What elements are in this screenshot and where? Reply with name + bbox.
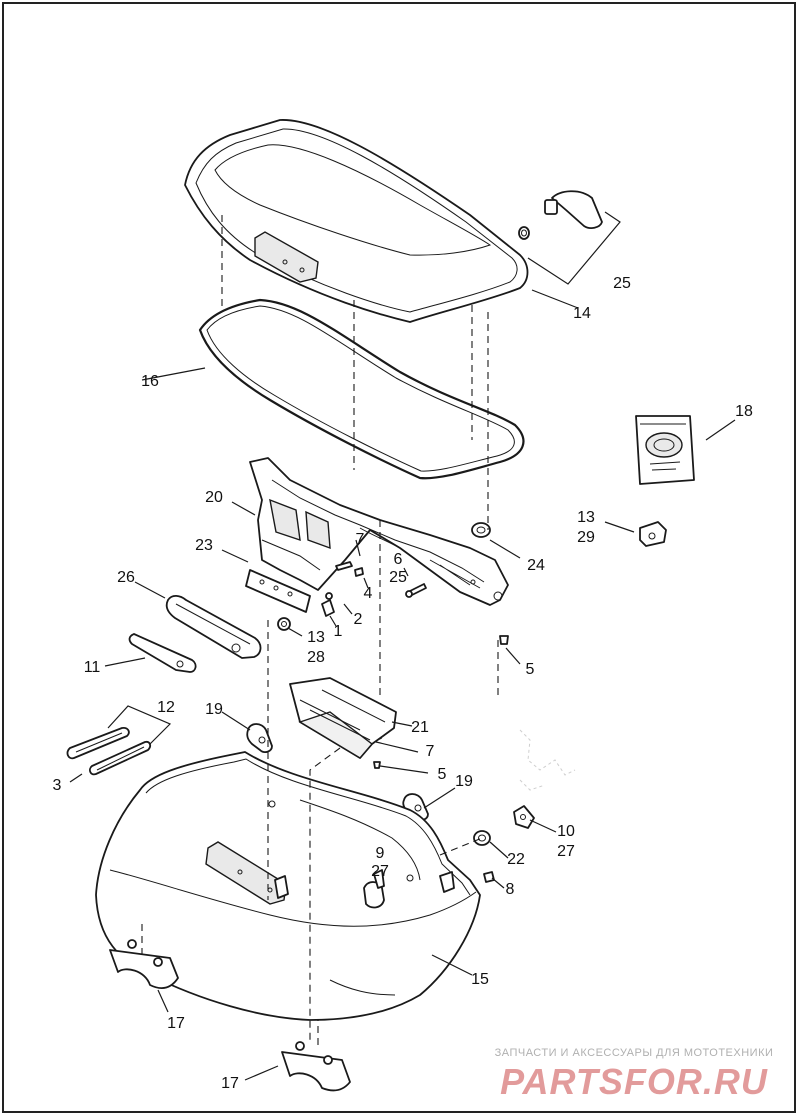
callout-26: 26 xyxy=(117,569,135,586)
callout-25-top: 25 xyxy=(613,275,631,292)
callout-25-mid: 25 xyxy=(389,569,407,586)
callout-5-upper: 5 xyxy=(526,661,535,678)
hardware-bag-part xyxy=(635,415,695,485)
callout-14: 14 xyxy=(573,305,591,322)
callout-7-lower: 7 xyxy=(426,743,435,760)
latch-catch-part xyxy=(639,521,667,547)
callout-13-right: 13 xyxy=(577,509,595,526)
callout-6: 6 xyxy=(394,551,403,568)
callout-11: 11 xyxy=(84,659,101,676)
washer-part xyxy=(471,522,491,538)
rivet-strip-part xyxy=(245,569,311,613)
callout-22: 22 xyxy=(507,851,525,868)
callout-28: 28 xyxy=(307,649,325,666)
callout-15: 15 xyxy=(471,971,489,988)
trim-pads-part xyxy=(66,705,172,776)
faint-sketch xyxy=(519,729,576,791)
hinge-bracket-part xyxy=(249,457,509,606)
callout-12: 12 xyxy=(157,699,175,716)
callout-7-upper: 7 xyxy=(356,531,365,548)
alignment-lines xyxy=(141,215,499,1045)
callout-29: 29 xyxy=(577,529,595,546)
lid-gasket-part xyxy=(198,298,525,480)
watermark: ЗАПЧАСТИ И АКСЕССУАРЫ ДЛЯ МОТОТЕХНИКИ PA… xyxy=(484,1047,784,1103)
callout-10: 10 xyxy=(557,823,575,840)
callout-18: 18 xyxy=(735,403,753,420)
callout-16: 16 xyxy=(141,373,159,390)
callout-23: 23 xyxy=(195,537,213,554)
lid-part xyxy=(184,119,529,323)
callout-27-right: 27 xyxy=(557,843,575,860)
leader-lines xyxy=(69,289,736,1081)
callout-19-right: 19 xyxy=(455,773,473,790)
callout-17-lower: 17 xyxy=(221,1075,239,1092)
callout-21: 21 xyxy=(411,719,429,736)
callout-24: 24 xyxy=(527,557,545,574)
mount-bracket-part xyxy=(109,939,351,1092)
saddlebag-body-part xyxy=(95,751,481,1021)
callout-4: 4 xyxy=(364,585,373,602)
watermark-logo: PARTSFOR.RU xyxy=(500,1061,768,1102)
callout-20: 20 xyxy=(205,489,223,506)
callout-27-left: 27 xyxy=(371,863,389,880)
callout-2: 2 xyxy=(354,611,363,628)
callout-5-lower: 5 xyxy=(438,766,447,783)
callout-3: 3 xyxy=(53,777,62,794)
callout-13-left: 13 xyxy=(307,629,325,646)
inner-panel-part xyxy=(289,677,397,759)
handle-trim-part xyxy=(165,594,262,659)
clip-part xyxy=(246,723,429,821)
callout-8: 8 xyxy=(506,881,515,898)
callout-17-upper: 17 xyxy=(167,1015,185,1032)
side-strip-part xyxy=(128,633,197,673)
callout-9: 9 xyxy=(376,845,385,862)
latch-knob-part xyxy=(518,190,621,285)
callout-19-left: 19 xyxy=(205,701,223,718)
watermark-tagline: ЗАПЧАСТИ И АКСЕССУАРЫ ДЛЯ МОТОТЕХНИКИ xyxy=(494,1047,774,1059)
misc-hardware xyxy=(473,805,535,883)
callout-labels: 1 2 3 4 5 5 6 25 7 7 8 9 27 10 27 11 12 … xyxy=(53,275,753,1092)
callout-1: 1 xyxy=(334,623,343,640)
